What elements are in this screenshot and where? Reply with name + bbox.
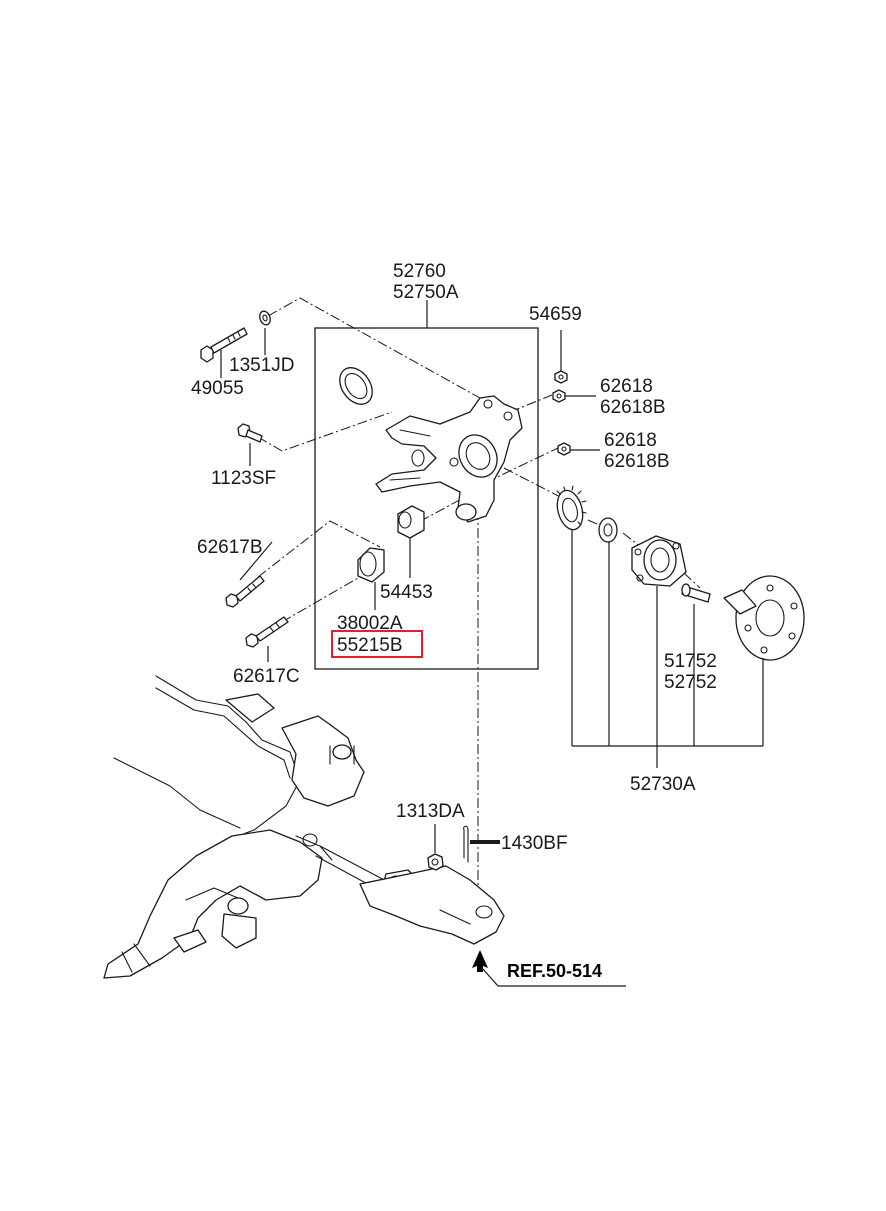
highlight-box-55215b (331, 630, 423, 658)
label-62618b-lower[interactable]: 62618B (604, 451, 670, 472)
hub-flange-icon[interactable] (723, 575, 805, 661)
bolt-1123sf-icon[interactable] (237, 423, 263, 443)
bolt-49055-icon[interactable] (200, 327, 248, 363)
lower-arm-icon (315, 845, 505, 945)
castle-nut-1313da-icon[interactable] (427, 853, 444, 871)
hub-bolt-51752-icon[interactable] (681, 583, 711, 603)
label-62617c[interactable]: 62617C (233, 666, 300, 687)
label-1123sf[interactable]: 1123SF (211, 468, 276, 489)
label-52752[interactable]: 52752 (664, 672, 717, 693)
label-49055[interactable]: 49055 (191, 378, 244, 399)
cotter-pin-1430bf-icon[interactable] (463, 825, 469, 863)
label-1313da[interactable]: 1313DA (396, 801, 465, 822)
label-55215b[interactable]: 55215B (337, 635, 403, 656)
bushing-54453-icon[interactable] (397, 505, 425, 539)
label-51752[interactable]: 51752 (664, 651, 717, 672)
bolt-62617b-icon[interactable] (225, 575, 265, 608)
label-52750a[interactable]: 52750A (393, 282, 459, 303)
nut-62618-lower-icon[interactable] (557, 442, 571, 456)
label-52760[interactable]: 52760 (393, 261, 446, 282)
washer-1351jd-icon[interactable] (258, 310, 272, 327)
bolt-62617c-icon[interactable] (245, 616, 289, 648)
nut-54659-icon[interactable] (554, 370, 568, 384)
ref-arrow-icon (472, 950, 626, 987)
label-1351jd[interactable]: 1351JD (229, 355, 295, 376)
label-1430bf[interactable]: 1430BF (501, 833, 568, 854)
label-ref-50-514[interactable]: REF.50-514 (507, 961, 602, 981)
bushing-38002a-icon[interactable] (357, 547, 385, 583)
hub-group-bracket (571, 530, 764, 768)
label-54453[interactable]: 54453 (380, 582, 433, 603)
leader-62617b (239, 541, 273, 581)
label-62618-upper[interactable]: 62618 (600, 376, 653, 397)
dust-seal-icon (339, 367, 373, 405)
label-62618-lower[interactable]: 62618 (604, 430, 657, 451)
label-54659[interactable]: 54659 (529, 304, 582, 325)
knuckle-icon[interactable] (375, 395, 523, 523)
nut-62618-upper-icon[interactable] (552, 389, 566, 403)
label-52730a[interactable]: 52730A (630, 774, 696, 795)
spacer-ring-icon[interactable] (598, 517, 618, 543)
hub-bearing-icon[interactable] (631, 535, 687, 587)
tone-wheel-icon[interactable] (553, 485, 587, 532)
label-62617b[interactable]: 62617B (197, 537, 263, 558)
rear-subframe-icon (103, 675, 365, 979)
label-38002a[interactable]: 38002A (337, 613, 403, 634)
label-62618b-upper[interactable]: 62618B (600, 397, 666, 418)
